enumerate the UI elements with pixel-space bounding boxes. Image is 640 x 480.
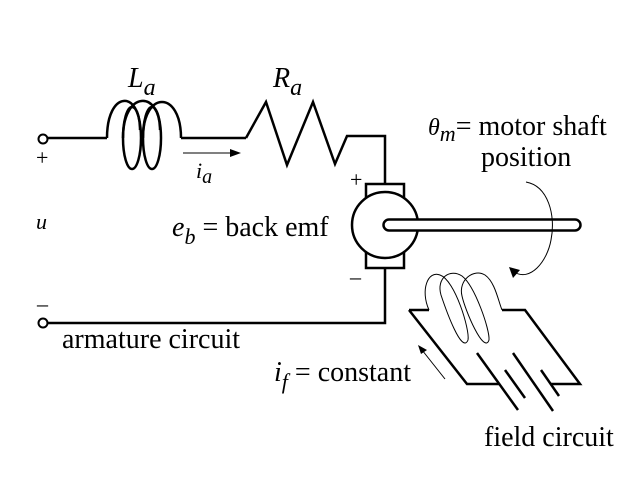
resistor-label: Ra [272, 63, 302, 101]
motor-shaft [382, 218, 582, 232]
plus-sign: + [36, 145, 48, 170]
inductor-label: La [127, 63, 156, 101]
shaft-position-label-line2: position [481, 142, 571, 173]
field-current-label: if = constant [274, 357, 411, 394]
field-current-arrow [418, 345, 446, 380]
wire-bottom [47, 268, 387, 325]
armature-current-label: ia [196, 158, 212, 188]
positive-terminal [37, 133, 49, 145]
field-winding [408, 272, 583, 412]
negative-terminal [37, 317, 49, 329]
motor-minus-sign: – [349, 264, 362, 289]
shaft-position-label: θm= motor shaft [428, 111, 607, 146]
armature-circuit-label: armature circuit [62, 324, 240, 355]
motor-plus-sign: + [350, 167, 362, 192]
input-voltage-label: u [36, 209, 47, 234]
rotation-arrow [509, 181, 553, 278]
back-emf-label: eb = back emf [172, 212, 329, 249]
minus-sign: – [36, 291, 49, 316]
field-circuit-label: field circuit [484, 422, 614, 453]
resistor [244, 98, 387, 184]
inductor [105, 99, 183, 171]
armature-current-arrow [183, 149, 241, 157]
